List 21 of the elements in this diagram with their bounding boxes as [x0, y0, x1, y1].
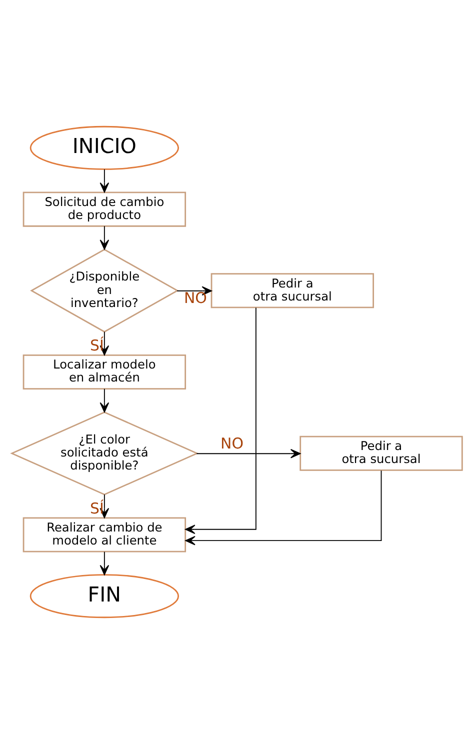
arrow — [100, 388, 110, 412]
node-box: Pedir a otra sucursal — [300, 435, 463, 470]
arrow — [100, 225, 110, 250]
node-box: Pedir a otra sucursal — [210, 272, 374, 308]
node-diamond: ¿El color solicitado está disponible? — [10, 410, 199, 495]
edge-label: SÍ — [90, 498, 104, 517]
edge-label: NO — [184, 288, 207, 306]
edge-label: SÍ — [90, 336, 104, 354]
edge-label: NO — [220, 434, 244, 452]
node-ellipse: INICIO — [30, 125, 180, 170]
arrow — [100, 168, 110, 192]
node-box: Localizar modelo en almacén — [22, 354, 186, 390]
arrow — [176, 286, 212, 296]
node-box: Solicitud de cambio de producto — [22, 191, 186, 226]
node-box: Realizar cambio de modelo al cliente — [22, 516, 186, 552]
arrow — [185, 470, 382, 545]
arrow — [100, 550, 110, 575]
arrow — [196, 448, 301, 458]
node-ellipse: FIN — [30, 574, 180, 618]
node-diamond: ¿Disponible en inventario? — [30, 248, 179, 332]
arrow — [185, 306, 256, 534]
